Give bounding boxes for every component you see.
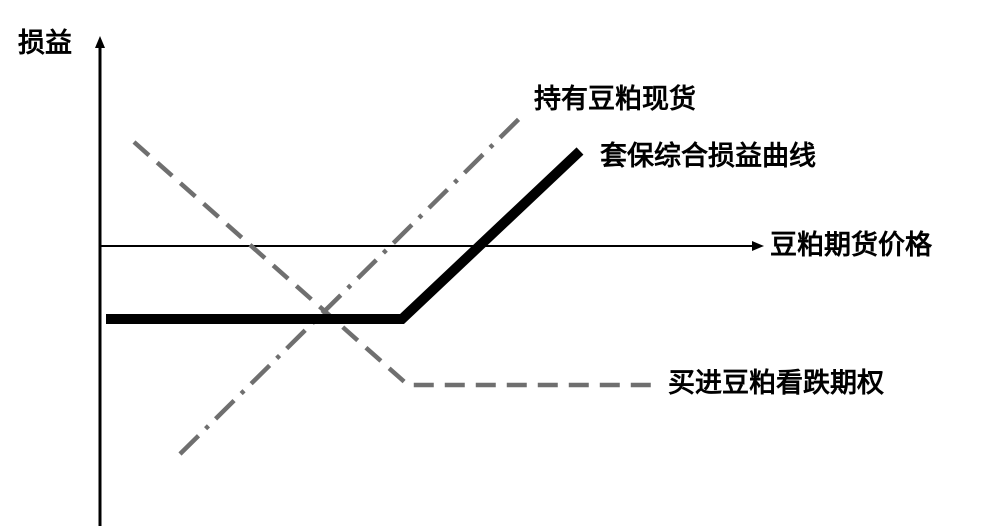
- hedge-payoff-line: [106, 147, 584, 324]
- spot-position-label: 持有豆粕现货: [534, 84, 696, 115]
- long-put-line: [132, 140, 660, 388]
- x-axis-label: 豆粕期货价格: [770, 230, 932, 261]
- spot-position-line: [178, 111, 527, 456]
- long-put-label: 买进豆粕看跌期权: [668, 368, 884, 399]
- y-axis-label: 损益: [18, 28, 72, 59]
- hedge-payoff-label: 套保综合损益曲线: [600, 141, 816, 172]
